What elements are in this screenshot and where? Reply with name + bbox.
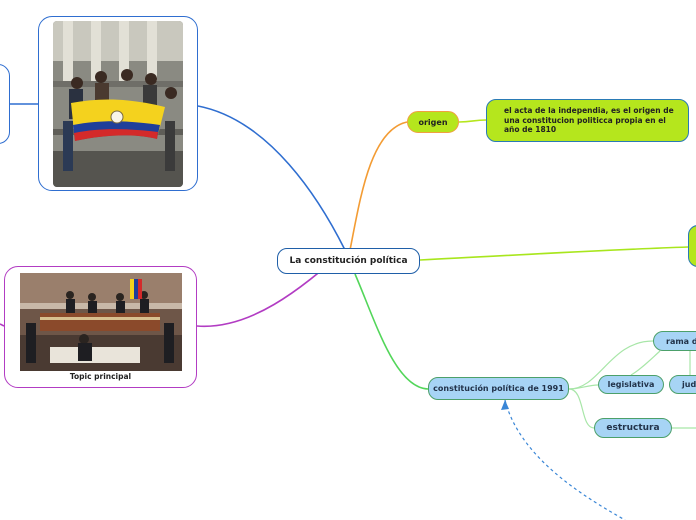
assembly-photo (20, 273, 182, 371)
link-left-bottom (0, 323, 5, 327)
constitucion-1991-node[interactable]: constitución política de 1991 (428, 377, 569, 400)
dashed-arrowhead (501, 400, 509, 410)
origen-node[interactable]: origen (407, 111, 459, 133)
photo-node-flag[interactable] (38, 16, 198, 191)
judicial-node[interactable]: judi (669, 375, 696, 394)
link-rama-legis (630, 350, 661, 376)
link-origen-detail (458, 119, 487, 123)
photo-node-assembly[interactable] (4, 266, 197, 388)
topic-caption: Topic principal (69, 372, 132, 381)
rama-node[interactable]: rama de (653, 331, 696, 351)
link-central-green (419, 246, 689, 261)
link-1991-rama (568, 340, 654, 390)
flag-photo (53, 21, 183, 187)
central-topic[interactable]: La constitución política (277, 248, 420, 274)
link-central-1991 (354, 273, 429, 390)
link-1991-estructura (568, 388, 595, 429)
offscreen-node-right[interactable] (688, 225, 696, 267)
origen-detail-node[interactable]: el acta de la independia, es el origen d… (486, 99, 689, 142)
offscreen-node-left[interactable] (0, 64, 10, 144)
estructura-node[interactable]: estructura (594, 418, 672, 438)
link-central-origen (349, 121, 408, 251)
link-central-top-photo (197, 105, 346, 251)
dashed-relationship (504, 399, 626, 520)
legislativa-node[interactable]: legislativa (598, 375, 664, 394)
